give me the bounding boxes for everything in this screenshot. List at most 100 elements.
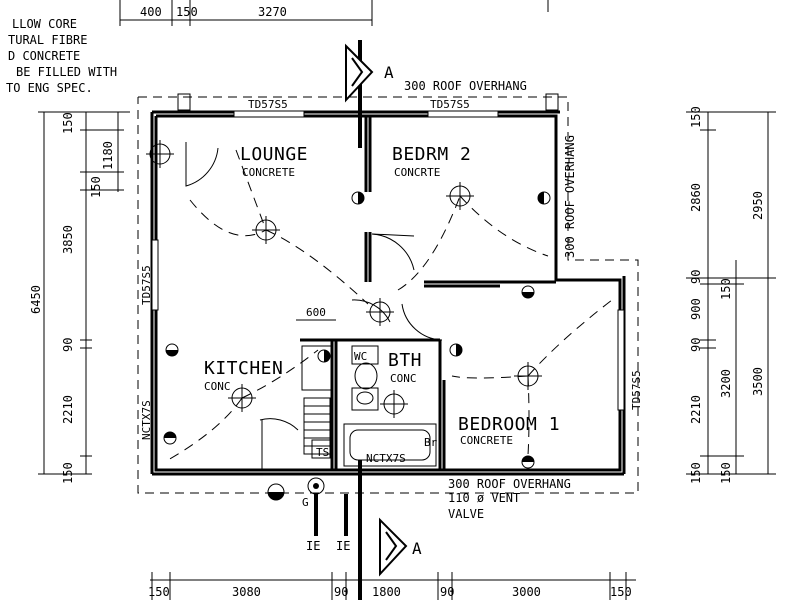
- outlet-kitchen2-icon: [163, 431, 177, 445]
- outlet-ext-icon: [267, 483, 285, 501]
- structural-note: LLOW CORE TURAL FIBRE D CONCRETE BE FILL…: [6, 17, 117, 95]
- section-a-markers: A A: [345, 40, 422, 600]
- note-line-4: BE FILLED WITH: [16, 65, 117, 79]
- room-name-lounge: LOUNGE: [240, 144, 308, 165]
- window-code-bed2: TD57S5: [430, 98, 470, 111]
- outlet-dining-icon: [317, 349, 331, 363]
- dim-right-150b: 150: [689, 462, 703, 484]
- dim-left-150a: 150: [61, 112, 75, 134]
- outlet-kitchen-icon: [165, 343, 179, 357]
- room-labels: LOUNGE CONCRETE BEDRM 2 CONCRTE KITCHEN …: [204, 144, 560, 447]
- dim-right-900: 900: [689, 298, 703, 320]
- dim-right-90b: 90: [689, 338, 703, 352]
- dim-top-400: 400: [140, 5, 162, 19]
- vent-label: 110 ø VENT: [448, 491, 520, 505]
- dim-left-3850: 3850: [61, 225, 75, 254]
- light-fixtures: [146, 140, 542, 418]
- br-label: Br: [424, 436, 438, 449]
- dim-right-90a: 90: [689, 270, 703, 284]
- top-dimensions: 400 150 3270: [119, 0, 549, 26]
- light-lounge-icon: [252, 216, 280, 244]
- inspection-markers: IE IE G: [302, 494, 350, 553]
- bottom-dimensions: 150 3080 90 1800 90 3000 150: [148, 572, 636, 600]
- overhang-right-label: 300 ROOF OVERHANG: [563, 135, 577, 258]
- note-line-1: LLOW CORE: [12, 17, 77, 31]
- section-arrow-top-icon: [345, 43, 374, 103]
- misc-labels: 300 ROOF OVERHANG 300 ROOF OVERHANG 300 …: [140, 79, 577, 521]
- dim-top-3270: 3270: [258, 5, 287, 19]
- section-label-bottom: A: [412, 539, 422, 558]
- room-name-bath: BTH: [388, 350, 422, 371]
- basin-icon: [351, 387, 379, 411]
- dim-right-mid-150: 150: [719, 278, 733, 300]
- room-finish-lounge: CONCRETE: [242, 166, 295, 179]
- dim-left-150b: 150: [89, 176, 103, 198]
- kitchen-width-label: 600: [306, 306, 326, 319]
- note-line-2: TURAL FIBRE: [8, 33, 87, 47]
- door-code-kitchen: NCTX7S: [140, 400, 153, 440]
- dim-bottom-150a: 150: [148, 585, 170, 599]
- room-finish-bed2: CONCRTE: [394, 166, 440, 179]
- dim-bottom-3080: 3080: [232, 585, 261, 599]
- light-kitchen-icon: [228, 384, 256, 412]
- window-code-west: TD57S5: [140, 265, 153, 305]
- ts-label: TS: [316, 446, 329, 459]
- room-finish-bath: CONC: [390, 372, 417, 385]
- note-line-3: D CONCRETE: [8, 49, 80, 63]
- left-dimensions: 6450 150 1180 150 3850 90 2210 150: [29, 111, 130, 484]
- window-code-bed1: TD57S5: [630, 370, 643, 410]
- overhang-bottom-label: 300 ROOF OVERHANG: [448, 477, 571, 491]
- right-dimensions: 150 2860 90 900 90 2210 150 150 3200 295…: [686, 106, 776, 484]
- overhang-top-label: 300 ROOF OVERHANG: [404, 79, 527, 93]
- dim-left-1180: 1180: [101, 141, 115, 170]
- toilet-icon: [351, 345, 379, 390]
- room-finish-kitchen: CONC: [204, 380, 231, 393]
- dim-right-2210: 2210: [689, 395, 703, 424]
- section-arrow-bottom-icon: [379, 517, 408, 577]
- room-name-bed1: BEDROOM 1: [458, 414, 560, 435]
- outlet-hall-icon: [521, 285, 535, 299]
- dim-left-90: 90: [61, 338, 75, 352]
- outlet-bed2-icon: [537, 191, 551, 205]
- outlet-bed1b-icon: [449, 343, 463, 357]
- dim-left-6450: 6450: [29, 285, 43, 314]
- window-code-lounge: TD57S5: [248, 98, 288, 111]
- dim-bottom-150b: 150: [610, 585, 632, 599]
- dim-right-2950: 2950: [751, 191, 765, 220]
- light-hall-icon: [366, 298, 394, 326]
- light-bed1-icon: [514, 362, 542, 390]
- ie-label-2: IE: [336, 539, 350, 553]
- section-label-top: A: [384, 63, 394, 82]
- wc-label: WC: [354, 350, 367, 363]
- light-bath-icon: [380, 390, 408, 418]
- dim-top-150: 150: [176, 5, 198, 19]
- stove-icon: [303, 397, 331, 455]
- light-entry-icon: [146, 140, 174, 168]
- roof-overhang-outline: [137, 96, 639, 494]
- door-code-bath: NCTX7S: [366, 452, 406, 465]
- dim-bottom-3000: 3000: [512, 585, 541, 599]
- ie-label-1: IE: [306, 539, 320, 553]
- power-outlets: [163, 191, 551, 501]
- room-name-kitchen: KITCHEN: [204, 358, 283, 379]
- outlet-lounge-icon: [351, 191, 365, 205]
- dim-right-mid-150b: 150: [719, 462, 733, 484]
- room-finish-bed1: CONCRETE: [460, 434, 513, 447]
- dim-right-2860: 2860: [689, 183, 703, 212]
- room-name-bed2: BEDRM 2: [392, 144, 471, 165]
- dim-bottom-1800: 1800: [372, 585, 401, 599]
- doors: [185, 142, 443, 470]
- bathtub-icon: [343, 423, 437, 467]
- outlet-bed1-icon: [521, 455, 535, 469]
- dim-bottom-90a: 90: [334, 585, 348, 599]
- light-bed2-icon: [446, 182, 474, 210]
- valve-label: VALVE: [448, 507, 484, 521]
- dim-left-2210: 2210: [61, 395, 75, 424]
- windows: TD57S5 TD57S5 TD57S5 TD57S5: [140, 98, 643, 411]
- dim-right-mid-3200: 3200: [719, 369, 733, 398]
- dim-left-150c: 150: [61, 462, 75, 484]
- note-line-5: TO ENG SPEC.: [6, 81, 93, 95]
- dim-bottom-90b: 90: [440, 585, 454, 599]
- dim-right-150a: 150: [689, 106, 703, 128]
